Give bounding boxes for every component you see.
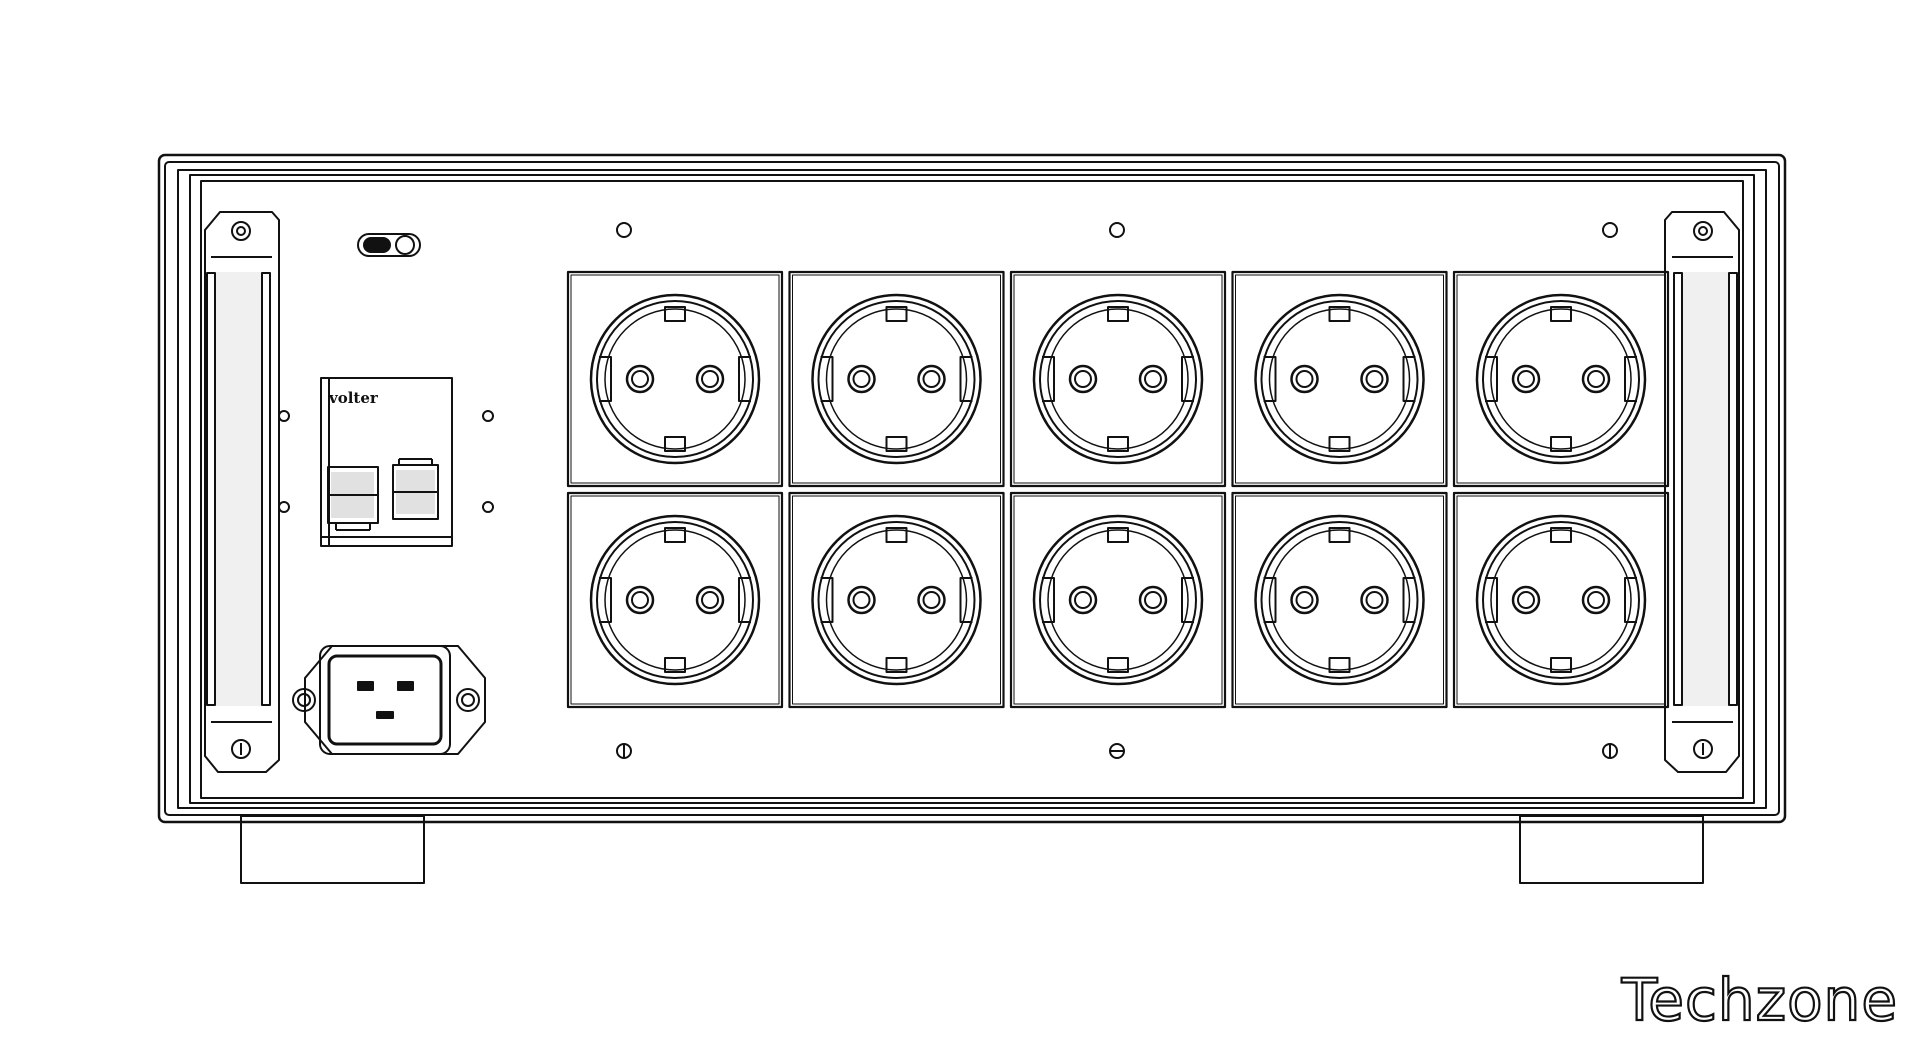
earth-clip-bottom — [1550, 657, 1572, 673]
pin-hole-right — [695, 585, 725, 615]
pin-hole-left — [625, 364, 655, 394]
earth-clip-top — [1550, 306, 1572, 322]
pin-hole-left — [1290, 364, 1319, 394]
pin-hole-left — [1290, 585, 1319, 615]
breaker-lever-right[interactable] — [392, 458, 439, 520]
pin-hole-left — [625, 585, 655, 615]
inlet-pin-earth — [376, 711, 394, 719]
earth-clip-top — [1107, 527, 1129, 543]
pin-hole-right — [1360, 364, 1389, 394]
earth-clip-top — [664, 527, 686, 543]
schuko-outlet — [788, 491, 1005, 709]
schuko-outlet-grid — [566, 270, 1670, 709]
left-foot — [240, 815, 425, 884]
earth-clip-top — [885, 527, 908, 543]
techzone-watermark: Techzone — [1621, 965, 1898, 1035]
schuko-outlet — [1452, 491, 1670, 709]
earth-clip-top — [885, 306, 908, 322]
pin-hole-right — [1360, 585, 1389, 615]
panel-screws — [278, 222, 1618, 759]
pin-hole-right — [917, 585, 946, 615]
pin-hole-right — [1138, 585, 1168, 615]
earth-clip-bottom — [1328, 657, 1351, 673]
pin-hole-left — [1068, 364, 1098, 394]
pin-hole-right — [917, 364, 946, 394]
earth-clip-top — [1328, 527, 1351, 543]
right-rack-handle — [1664, 211, 1740, 773]
schuko-outlet — [566, 491, 784, 709]
pin-hole-right — [1138, 364, 1168, 394]
earth-clip-bottom — [1550, 436, 1572, 452]
breaker-brand-label: volter — [328, 389, 379, 407]
earth-clip-bottom — [1328, 436, 1351, 452]
iec-c20-power-inlet[interactable] — [292, 645, 486, 755]
inlet-pin-left — [357, 681, 374, 691]
earth-clip-bottom — [885, 657, 908, 673]
earth-clip-top — [1107, 306, 1129, 322]
inlet-pin-right — [397, 681, 414, 691]
pin-hole-right — [1581, 585, 1611, 615]
earth-clip-bottom — [885, 436, 908, 452]
schuko-outlet — [788, 270, 1005, 488]
pin-hole-left — [847, 585, 876, 615]
pin-hole-left — [1511, 585, 1541, 615]
schuko-outlet — [1009, 491, 1227, 709]
enclosure — [157, 153, 1787, 824]
earth-clip-top — [664, 306, 686, 322]
pin-hole-left — [1068, 585, 1098, 615]
circuit-breaker: volter — [320, 377, 453, 547]
schuko-outlet — [1452, 270, 1670, 488]
toggle-switch[interactable] — [357, 233, 421, 257]
feet — [240, 815, 1704, 884]
breaker-lever-left[interactable] — [327, 466, 379, 531]
pin-hole-left — [847, 364, 876, 394]
right-foot — [1519, 815, 1704, 884]
earth-clip-bottom — [1107, 657, 1129, 673]
pin-hole-left — [1511, 364, 1541, 394]
earth-clip-top — [1550, 527, 1572, 543]
pin-hole-right — [1581, 364, 1611, 394]
inlet-screw-right — [456, 688, 480, 712]
schuko-outlet — [1009, 270, 1227, 488]
earth-clip-bottom — [664, 436, 686, 452]
earth-clip-bottom — [1107, 436, 1129, 452]
earth-clip-bottom — [664, 657, 686, 673]
left-rack-handle — [204, 211, 280, 773]
inlet-screw-left — [292, 688, 316, 712]
schuko-outlet — [1231, 270, 1448, 488]
schuko-outlet — [566, 270, 784, 488]
earth-clip-top — [1328, 306, 1351, 322]
schuko-outlet — [1231, 491, 1448, 709]
pin-hole-right — [695, 364, 725, 394]
